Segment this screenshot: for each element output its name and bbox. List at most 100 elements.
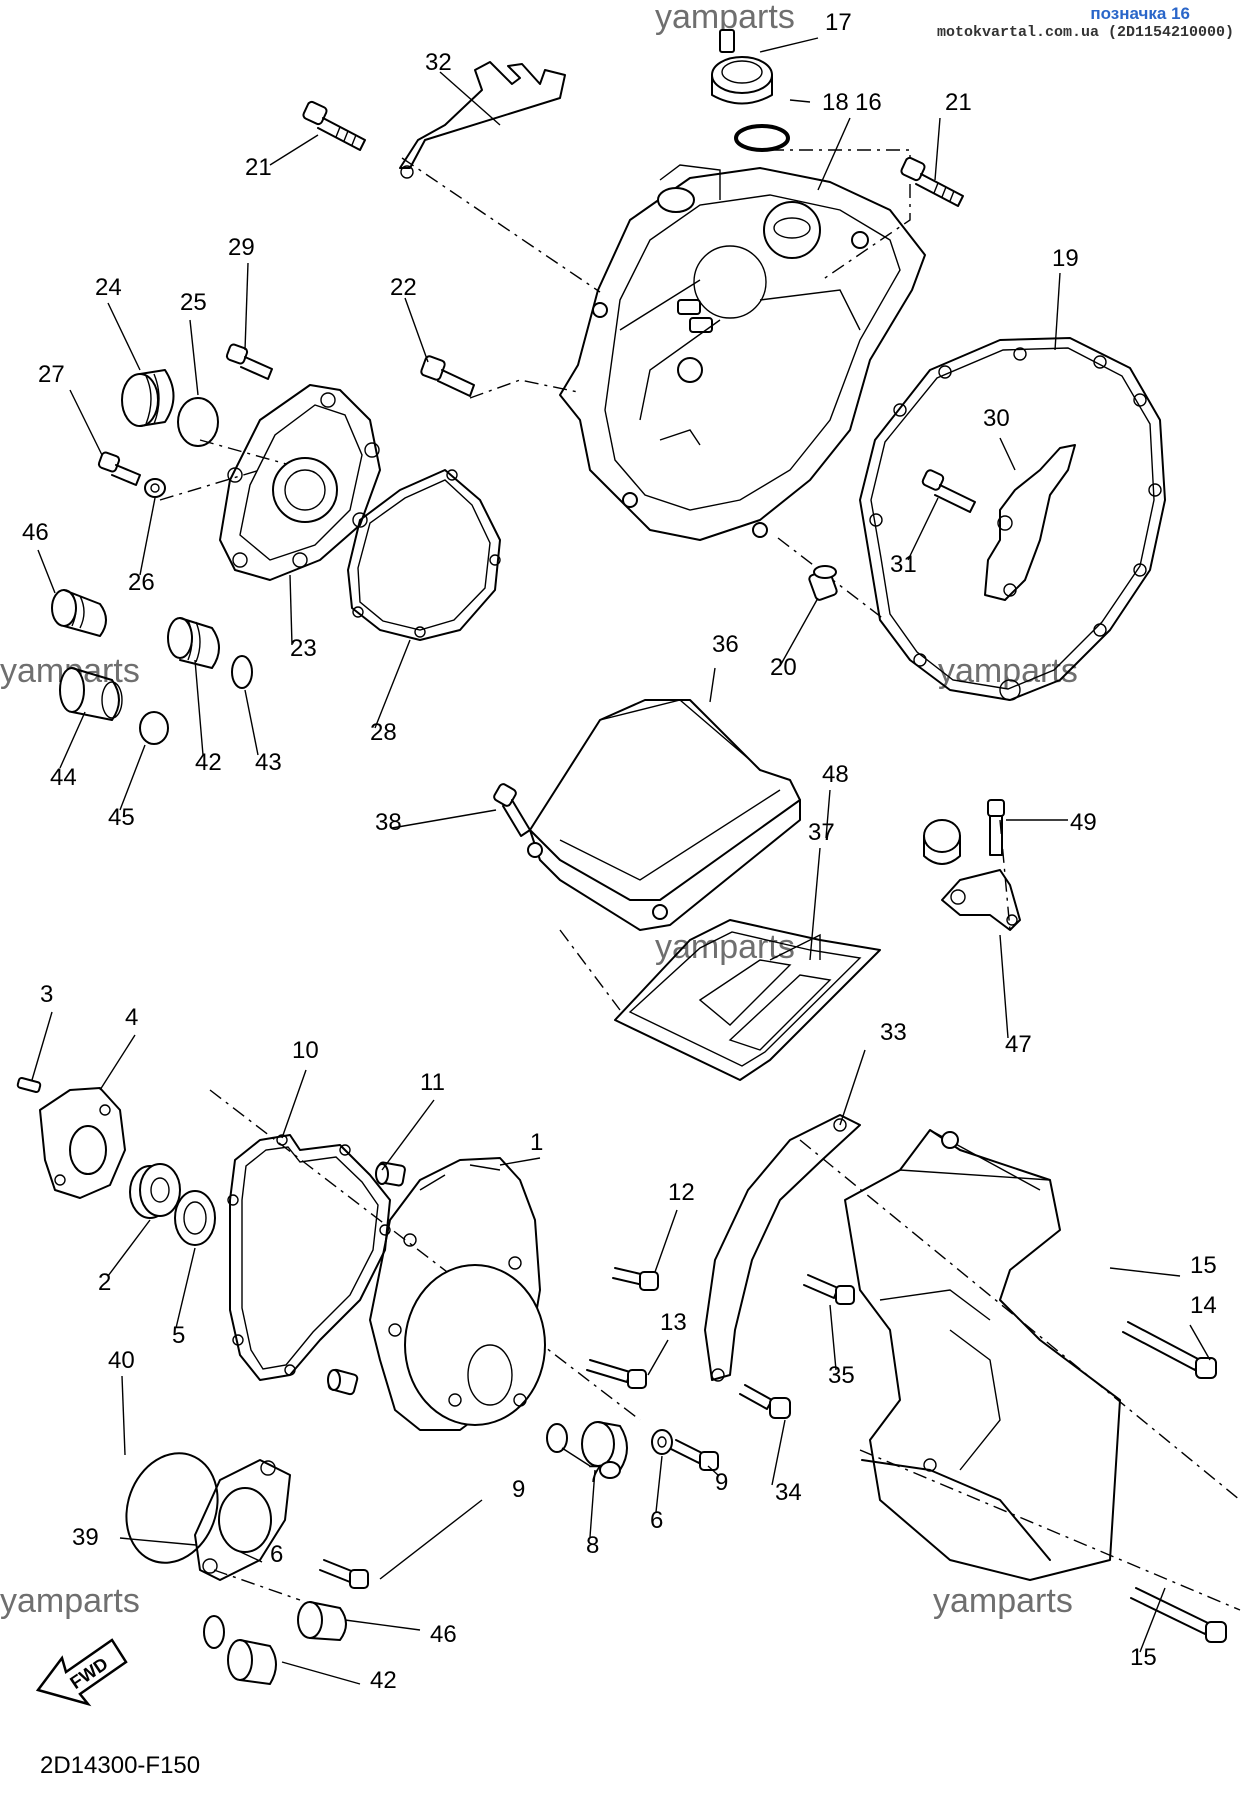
leader-line <box>244 262 249 351</box>
leader-line <box>829 1304 837 1371</box>
leader-line <box>374 639 411 729</box>
part-47-bracket <box>941 869 1021 931</box>
leader-line <box>654 1209 678 1273</box>
part-17-plug <box>711 29 773 105</box>
leader-line <box>381 1099 435 1171</box>
part-number-label: 45 <box>108 804 135 831</box>
part-28-gasket <box>347 469 501 641</box>
part-12-bolt <box>612 1267 659 1291</box>
leader-line <box>244 689 259 756</box>
part-2-bearing <box>129 1163 181 1219</box>
part-number-label: 3 <box>40 981 53 1008</box>
part-number-label: 26 <box>128 569 155 596</box>
part-5-seal <box>174 1190 216 1246</box>
part-number-label: 16 <box>855 89 882 116</box>
part-number-label: 24 <box>95 274 122 301</box>
part-21-bolt <box>900 156 964 207</box>
part-number-label: 8 <box>586 1532 599 1559</box>
leader-line <box>107 1219 151 1277</box>
leader-line <box>139 497 156 576</box>
leader-line <box>1054 272 1061 351</box>
part-number-label: 20 <box>770 654 797 681</box>
drawing-code: 2D14300-F150 <box>40 1752 201 1779</box>
part-42-plug <box>227 1639 277 1685</box>
leader-line <box>839 1049 866 1126</box>
part-number-label: 40 <box>108 1347 135 1374</box>
leader-line <box>391 809 497 829</box>
part-49-bolt <box>987 799 1005 856</box>
leader-line <box>189 319 199 396</box>
part-18-o-ring <box>734 124 790 152</box>
leader-line <box>647 1339 669 1376</box>
part-number-label: 18 <box>822 89 849 116</box>
leader-line <box>655 1455 663 1513</box>
leader-line <box>99 1034 136 1091</box>
part-44-plug <box>59 667 123 721</box>
part-31-bolt <box>921 469 976 513</box>
part-number-label: 46 <box>430 1621 457 1648</box>
part-15-bolt <box>1122 1321 1217 1379</box>
part-15-bolt <box>1130 1587 1227 1643</box>
leader-line <box>269 134 319 166</box>
part-number-label: 1 <box>530 1129 543 1156</box>
part-number-label: 47 <box>1005 1031 1032 1058</box>
part-number-label: 35 <box>828 1362 855 1389</box>
part-32-bracket <box>399 61 566 179</box>
part-39-cover <box>194 1459 291 1581</box>
leader-line <box>809 847 821 961</box>
watermark: yamparts <box>0 1582 140 1620</box>
part-number-label: 21 <box>945 89 972 116</box>
part-10-gasket <box>227 1134 391 1381</box>
part-number-label: 14 <box>1190 1292 1217 1319</box>
leader-line <box>759 37 819 53</box>
part-number-label: 12 <box>668 1179 695 1206</box>
part-40-gasket <box>125 1452 219 1564</box>
part-13-bolt <box>586 1359 647 1389</box>
part-35-bolt <box>803 1274 855 1305</box>
part-number-label: 11 <box>420 1069 445 1096</box>
watermark: yamparts <box>655 928 795 966</box>
part-number-label: 25 <box>180 289 207 316</box>
leader-line <box>175 1247 196 1329</box>
leader-line <box>107 302 141 371</box>
part-number-label: 46 <box>22 519 49 546</box>
leader-line <box>589 1469 596 1538</box>
leader-line <box>59 711 86 769</box>
leader-line <box>404 297 429 363</box>
leader-line <box>1189 1324 1211 1361</box>
leader-line <box>1139 1587 1166 1653</box>
leader-line <box>69 389 103 456</box>
part-number-label: 43 <box>255 749 282 776</box>
part-number-label: 23 <box>290 635 317 662</box>
part-21-bolt <box>302 100 366 151</box>
part-number-label: 5 <box>172 1322 185 1349</box>
part-number-label: 42 <box>195 749 222 776</box>
part-number-label: 22 <box>390 274 417 301</box>
part-7-washer <box>651 1429 673 1455</box>
leader-line <box>907 497 939 561</box>
part-number-label: 34 <box>775 1479 802 1506</box>
leader-line <box>499 1157 541 1166</box>
leader-line <box>771 1419 786 1486</box>
leader-line <box>1109 1267 1181 1277</box>
part-41-bolt <box>319 1559 369 1589</box>
part-number-label: 27 <box>38 361 65 388</box>
part-43-o-ring <box>203 1615 225 1649</box>
header-subtitle: motokvartal.com.ua (2D1154210000) <box>936 24 1234 41</box>
part-43-o-ring <box>231 655 253 689</box>
part-3-pin <box>16 1076 42 1094</box>
leader-line <box>709 667 716 703</box>
part-34-bolt <box>739 1384 791 1419</box>
part-number-label: 42 <box>370 1667 397 1694</box>
leader-line <box>121 1375 126 1456</box>
part-30-plate <box>984 444 1076 601</box>
leader-line <box>825 789 831 839</box>
part-23-cover <box>219 384 381 581</box>
part-number-label: 15 <box>1130 1644 1157 1671</box>
part-number-label: 9 <box>512 1476 525 1503</box>
leader-line <box>439 71 501 126</box>
leader-line <box>231 1547 263 1563</box>
part-number-label: 29 <box>228 234 255 261</box>
part-number-label: 38 <box>375 809 402 836</box>
